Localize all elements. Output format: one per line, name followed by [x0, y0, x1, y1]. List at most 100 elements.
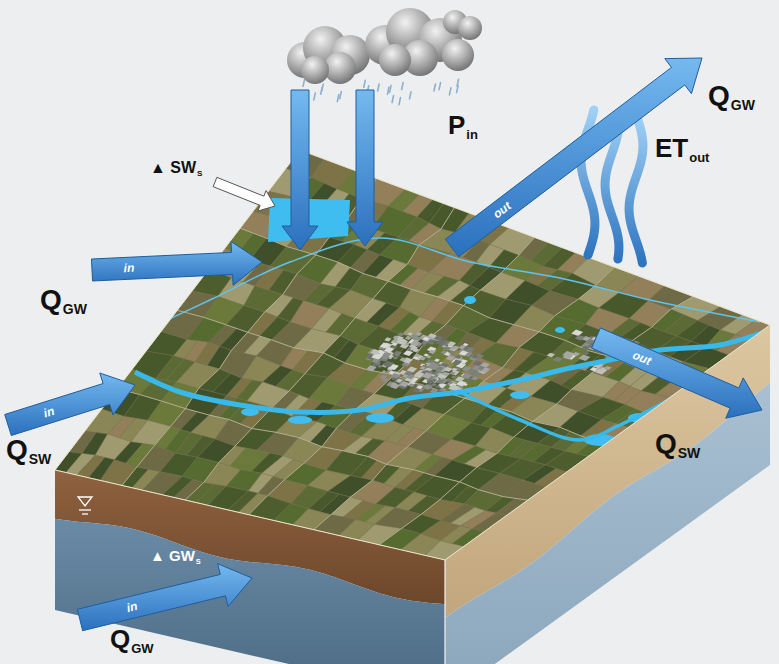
flooded-area: [366, 413, 394, 423]
land-surface: [55, 150, 770, 560]
town-block: [384, 347, 394, 353]
town-block: [473, 354, 478, 357]
direction-label: out: [632, 349, 654, 367]
flooded-area: [555, 327, 565, 333]
flux-label: QSW: [6, 436, 51, 466]
town-block: [377, 365, 382, 368]
town-block: [382, 356, 388, 360]
flux-arrow: [445, 58, 702, 257]
town-block: [410, 340, 420, 346]
raindrop: [390, 85, 392, 92]
flux-subscript: SW: [678, 445, 701, 461]
flux-label: ▲ SWS: [150, 160, 202, 178]
flux-label: ▲ GWS: [150, 548, 201, 565]
town-block: [423, 353, 428, 356]
town-block: [448, 385, 459, 391]
town-block: [427, 379, 435, 383]
town-block: [416, 385, 423, 389]
flux-symbol: Q: [40, 284, 62, 315]
raindrop: [402, 83, 404, 90]
flooded-area: [510, 391, 530, 399]
cloud: [442, 39, 474, 71]
groundwater-layer: [55, 519, 445, 664]
farm-fields: [55, 150, 770, 560]
raindrop: [378, 84, 380, 91]
town-block: [455, 376, 465, 382]
town-block: [410, 346, 418, 351]
town-block: [396, 338, 407, 344]
flux-subscript: GW: [131, 641, 153, 656]
town-block: [459, 350, 468, 355]
flux-label: ETout: [655, 135, 709, 164]
town-block: [436, 366, 445, 371]
industrial-block: [571, 330, 583, 336]
industrial-block: [575, 335, 585, 340]
town-block: [463, 383, 468, 386]
flux-subscript: S: [197, 169, 202, 178]
town-block: [471, 376, 479, 380]
water-table-triangle: [78, 497, 92, 506]
town-block: [396, 379, 403, 383]
flux-label: QGW: [40, 286, 87, 316]
industrial-block: [581, 346, 589, 351]
town-block: [395, 354, 400, 357]
town-block: [393, 336, 399, 340]
raindrop: [449, 88, 451, 95]
town-block: [474, 372, 482, 376]
town-block: [422, 337, 429, 341]
raindrop: [314, 93, 316, 100]
raindrop: [392, 96, 394, 103]
farm-field: [394, 360, 438, 384]
town-block: [444, 367, 453, 372]
town-block: [436, 379, 445, 384]
town-block: [391, 382, 397, 386]
town-block: [414, 354, 421, 358]
town-block: [393, 351, 402, 356]
town-block: [452, 360, 462, 365]
direction-label: in: [124, 262, 135, 274]
flux-symbol: Q: [655, 428, 677, 459]
town-block: [408, 383, 415, 387]
town-block: [428, 362, 439, 368]
town-block: [428, 350, 435, 354]
town-block: [421, 340, 428, 344]
town-block: [441, 350, 447, 354]
direction-label: out: [491, 200, 513, 221]
town-block: [478, 366, 485, 370]
industrial-block: [582, 352, 589, 356]
flux-subscript: out: [689, 150, 709, 165]
town-block: [434, 335, 443, 340]
water-table-line: [82, 513, 88, 514]
cloud: [379, 44, 411, 76]
flux-symbol: Q: [6, 434, 28, 465]
flux-subscript: S: [196, 557, 201, 566]
town-block: [372, 359, 380, 364]
town-block: [415, 332, 422, 336]
water-table-line: [79, 509, 91, 510]
town-block: [399, 357, 406, 361]
town-block: [415, 336, 423, 340]
flux-label: QGW: [708, 82, 755, 112]
raindrop: [364, 80, 366, 87]
flux-arrow: [77, 564, 252, 631]
town-block: [393, 356, 399, 359]
town-block: [451, 375, 457, 378]
flux-symbol: Q: [708, 80, 730, 111]
flooded-area: [288, 416, 312, 424]
flux-subscript: GW: [731, 97, 755, 113]
industrial-block: [578, 354, 590, 360]
town-block: [404, 371, 413, 376]
direction-label: in: [125, 600, 138, 614]
water-table-symbol: [78, 497, 92, 514]
town-block: [402, 364, 407, 367]
town-block: [436, 378, 447, 384]
et-wave: [629, 118, 643, 263]
road: [379, 297, 693, 545]
flux-subscript: GW: [63, 301, 87, 317]
town-block: [379, 375, 387, 379]
flux-symbol: ▲ SW: [150, 159, 196, 176]
flux-arrow: [592, 328, 762, 418]
flux-symbol: Q: [110, 624, 130, 654]
